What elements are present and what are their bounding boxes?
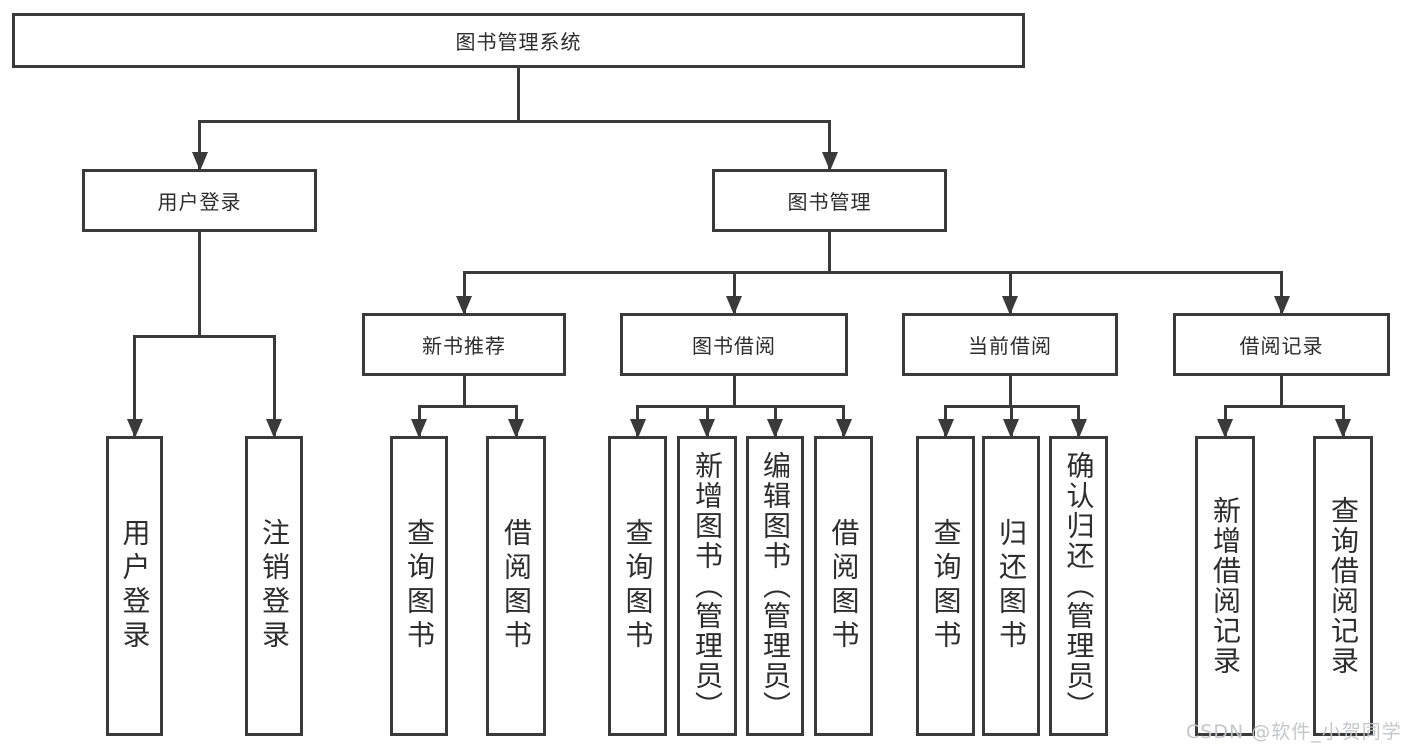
connector-line (828, 121, 831, 173)
connector-line (133, 334, 276, 338)
csdn-watermark: CSDN @软件_小贺同学 (1186, 721, 1402, 743)
node-leaf-borrow-books-recommend: 借阅图书 (486, 436, 546, 736)
connector-line (1280, 272, 1283, 317)
node-library-management-system: 图书管理系统 (12, 13, 1025, 68)
arrow-down-icon (835, 419, 852, 438)
connector-line (133, 336, 136, 440)
node-leaf-user-login: 用户登录 (106, 436, 163, 736)
connector-line (517, 68, 520, 123)
connector-line (462, 270, 1283, 274)
node-leaf-logout: 注销登录 (245, 436, 303, 736)
node-current-borrow: 当前借阅 (902, 313, 1118, 376)
connector-line (636, 404, 845, 408)
connector-line (732, 376, 736, 408)
arrow-down-icon (508, 419, 524, 438)
arrow-down-icon (629, 419, 646, 438)
connector-line (198, 232, 201, 338)
node-leaf-query-borrow-record: 查询借阅记录 (1313, 436, 1373, 736)
node-leaf-confirm-return-admin: 确认归还（管理员） (1049, 436, 1108, 736)
connector-line (417, 404, 518, 408)
connector-line (198, 119, 831, 123)
arrow-down-icon (126, 419, 143, 438)
connector-line (272, 336, 276, 440)
node-leaf-borrow-books: 借阅图书 (814, 436, 873, 736)
node-new-book-recommend: 新书推荐 (362, 313, 566, 376)
arrow-down-icon (726, 296, 742, 315)
node-leaf-add-books-admin: 新增图书（管理员） (677, 436, 737, 736)
connector-line (828, 232, 831, 274)
arrow-down-icon (191, 152, 208, 171)
arrow-down-icon (1002, 296, 1018, 315)
arrow-down-icon (821, 152, 838, 171)
connector-line (462, 272, 466, 317)
connector-line (1280, 376, 1283, 408)
arrow-down-icon (456, 296, 472, 315)
node-book-management: 图书管理 (712, 169, 947, 232)
connector-line (462, 376, 466, 408)
node-leaf-return-books: 归还图书 (982, 436, 1040, 736)
connector-line (1008, 272, 1012, 317)
arrow-down-icon (1217, 419, 1233, 438)
node-leaf-query-books-recommend: 查询图书 (390, 436, 448, 736)
node-book-borrow: 图书借阅 (620, 313, 848, 376)
arrow-down-icon (937, 419, 954, 438)
arrow-down-icon (767, 419, 783, 438)
arrow-down-icon (699, 419, 715, 438)
node-borrow-records: 借阅记录 (1173, 313, 1390, 376)
node-leaf-query-books-borrow: 查询图书 (608, 436, 667, 736)
connector-line (198, 121, 201, 173)
node-leaf-edit-books-admin: 编辑图书（管理员） (746, 436, 804, 736)
arrow-down-icon (266, 419, 282, 438)
connector-line (1008, 376, 1012, 408)
arrow-down-icon (1070, 419, 1087, 438)
connector-line (732, 272, 736, 317)
arrow-down-icon (1335, 419, 1351, 438)
node-leaf-add-borrow-record: 新增借阅记录 (1195, 436, 1255, 736)
arrow-down-icon (1003, 419, 1019, 438)
arrow-down-icon (411, 419, 427, 438)
node-leaf-query-books-current: 查询图书 (916, 436, 975, 736)
connector-line (1223, 404, 1345, 408)
arrow-down-icon (1273, 296, 1290, 315)
node-user-login: 用户登录 (82, 169, 317, 232)
